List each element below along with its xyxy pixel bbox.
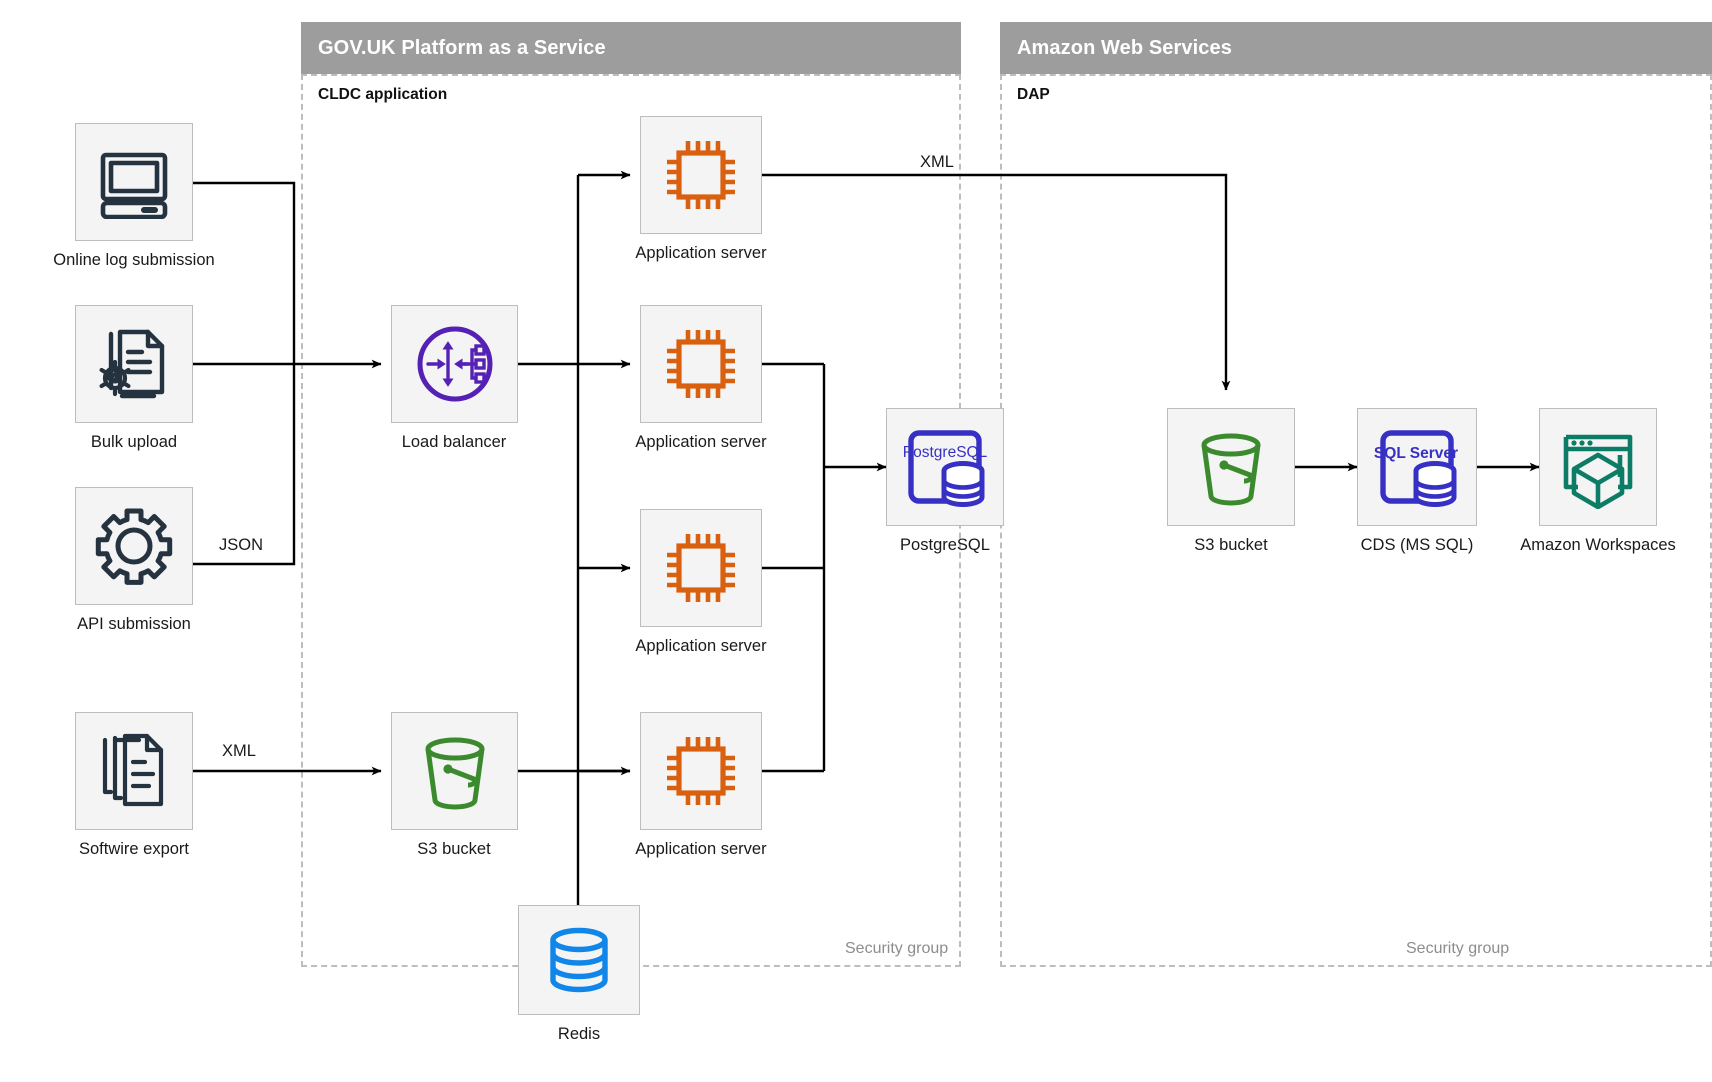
node-label-postgresql: PostgreSQL: [900, 536, 990, 554]
edge-label-json: JSON: [219, 536, 264, 554]
node-label-api-submission: API submission: [77, 615, 191, 633]
node-label-amazon-workspaces: Amazon Workspaces: [1520, 536, 1676, 554]
cpu-chip-icon: [667, 330, 735, 398]
node-label-online-log-submission: Online log submission: [53, 251, 215, 269]
node-label-app-server-1: Application server: [635, 244, 767, 262]
node-label-softwire-export: Softwire export: [78, 840, 190, 858]
database-cylinder-icon: [550, 927, 608, 993]
edge-label-xml-export: XML: [920, 153, 954, 171]
documents-stack-icon: [102, 733, 164, 807]
security-group-label-paas: Security group: [845, 940, 949, 957]
edge-label-xml-source: XML: [222, 742, 256, 760]
node-label-app-server-3: Application server: [635, 637, 767, 655]
postgresql-icon-text: PostgreSQL: [903, 444, 988, 461]
node-label-s3-bucket-aws: S3 bucket: [1194, 536, 1268, 554]
node-label-redis: Redis: [557, 1025, 601, 1043]
node-label-app-server-4: Application server: [635, 840, 767, 858]
group-header-aws: Amazon Web Services: [1000, 22, 1712, 74]
sql-server-icon-text: SQL Server: [1374, 445, 1458, 462]
group-header-paas: GOV.UK Platform as a Service: [301, 22, 961, 74]
document-gear-icon: [99, 329, 165, 399]
node-label-cds-ms-sql: CDS (MS SQL): [1360, 536, 1474, 554]
zone-label-dap: DAP: [1017, 86, 1050, 103]
node-label-bulk-upload: Bulk upload: [90, 433, 178, 451]
cpu-chip-icon: [667, 737, 735, 805]
security-group-label-aws: Security group: [1406, 940, 1510, 957]
zone-label-cldc: CLDC application: [318, 86, 448, 103]
gear-icon: [95, 508, 173, 585]
node-label-load-balancer: Load balancer: [401, 433, 507, 451]
workspaces-cube-icon: [1563, 434, 1633, 509]
node-label-s3-bucket-paas: S3 bucket: [417, 840, 491, 858]
sql-server-icon: SQL Server: [1374, 430, 1458, 507]
node-label-app-server-2: Application server: [635, 433, 767, 451]
load-balancer-icon: [417, 326, 492, 402]
desktop-computer-icon: [100, 152, 168, 219]
cpu-chip-icon: [667, 141, 735, 209]
s3-bucket-icon: [425, 737, 484, 810]
cpu-chip-icon: [667, 534, 735, 602]
s3-bucket-icon: [1201, 433, 1261, 506]
postgresql-icon: PostgreSQL: [903, 430, 988, 507]
